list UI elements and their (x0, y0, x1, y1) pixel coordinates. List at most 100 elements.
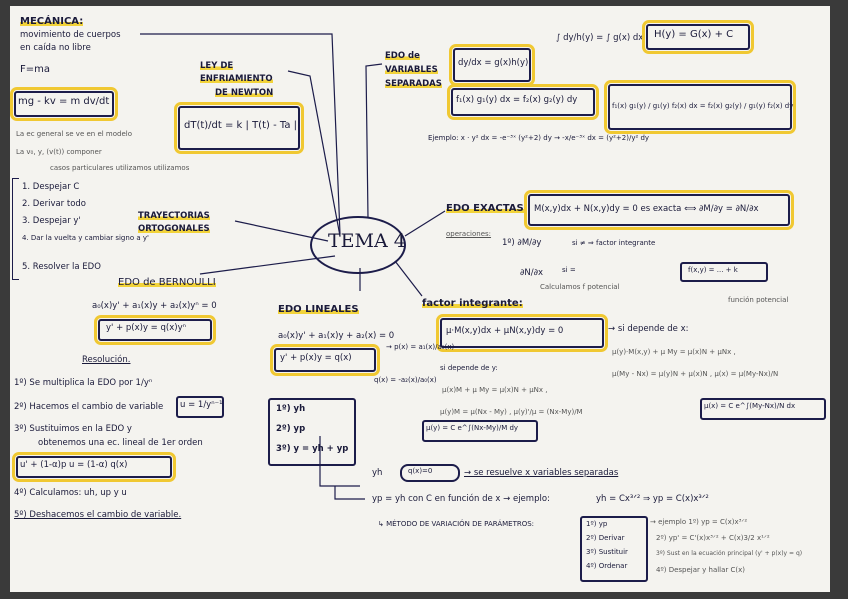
separadas-t3: SEPARADAS (385, 79, 442, 89)
newton-t1: LEY DE (200, 61, 234, 71)
separadas-t1: EDO de (385, 51, 420, 61)
bernoulli-r4: 4º) Calculamos: uh, up y u (14, 488, 127, 498)
factor-f1-box (436, 314, 608, 352)
lineales-m-ej-2: 2º) yp' = C'(x)x³ᐟ² + C(x)3/2 x¹ᐟ² (656, 534, 770, 542)
trayectorias-title1: TRAYECTORIAS (138, 211, 210, 221)
exactas-si: si = (562, 266, 576, 274)
lineales-yh: yh (372, 468, 383, 478)
factor-title: factor integrante: (422, 298, 523, 309)
mecanica-sub1: movimiento de cuerpos (20, 30, 121, 40)
factor-y2: μ(y)M = μ(Nx - My) , μ(y)'/μ = (Nx-My)/M (440, 408, 583, 416)
lineales-m-step-4: 4º) Ordenar (586, 562, 628, 570)
bernoulli-r3c: u' + (1-α)p u = (1-α) q(x) (20, 460, 128, 470)
center-topic (310, 216, 406, 274)
separadas-f3-box (642, 20, 754, 54)
lineales-yp: yp = yh con C en función de x → ejemplo: (372, 494, 550, 504)
lineales-metodo: ↳ MÉTODO DE VARIACIÓN DE PARÁMETROS: (378, 520, 535, 528)
center-title: TEMA 4 (328, 230, 406, 252)
exactas-res: f(x,y) = ... + k (688, 266, 738, 274)
trayectorias-title2: ORTOGONALES (138, 224, 210, 234)
lineales-m-ej-3: 3º) Sust en la ecuación principal (y' + … (656, 550, 803, 557)
bernoulli-eq2: y' + p(x)y = q(x)yⁿ (106, 323, 186, 333)
bernoulli-eq1: a₀(x)y' + a₁(x)y + a₂(x)yⁿ = 0 (92, 301, 217, 311)
lineales-eq1: a₀(x)y' + a₁(x)y + a₂(x) = 0 (278, 331, 395, 341)
bernoulli-r3b: obtenemos una ec. lineal de 1er orden (38, 438, 203, 448)
trayectorias-step-5: 5. Resolver la EDO (22, 262, 101, 272)
separadas-f4-box (447, 84, 599, 120)
bernoulli-r3c-box (12, 452, 176, 482)
trayectorias-step-2: 2. Derivar todo (22, 199, 87, 209)
notes-sheet: TEMA 4 MECÁNICA: movimiento de cuerpos e… (10, 6, 830, 592)
bernoulli-title: EDO de BERNOULLI (118, 277, 216, 288)
factor-x3-box (700, 398, 826, 420)
lineales-m-step-1: 1º) yp (586, 520, 608, 528)
exactas-fi: si ≠ ⇒ factor integrante (572, 239, 656, 247)
factor-x1: μ(y)·M(x,y) + μ My = μ(x)N + μNx , (612, 348, 736, 356)
newton-formula-box (174, 102, 304, 154)
exactas-s1: 1º) ∂M/∂y (502, 238, 542, 248)
bernoulli-eq2-box (94, 315, 216, 345)
mecanica-f1: F=ma (20, 64, 50, 75)
separadas-f5: f₁(x) g₁(y) / g₁(y) f₂(x) dx = f₂(x) g₂(… (612, 102, 794, 110)
mecanica-note1: La ec general se ve en el modelo (16, 130, 133, 138)
bernoulli-res-title: Resolución. (82, 355, 131, 365)
lineales-step-2: 2º) yp (276, 424, 306, 434)
trayectorias-step-3: 3. Despejar y' (22, 216, 81, 226)
bernoulli-r2a: 2º) Hacemos el cambio de variable (14, 402, 164, 412)
mecanica-title: MECÁNICA: (20, 16, 84, 27)
separadas-ej: Ejemplo: x · y² dx = -e⁻³ˣ (y²+2) dy → -… (428, 134, 650, 142)
exactas-f1: M(x,y)dx + N(x,y)dy = 0 es exacta ⟺ ∂M/∂… (534, 204, 759, 214)
mecanica-formula-box (10, 87, 118, 121)
separadas-f1: dy/dx = g(x)h(y) (458, 58, 529, 68)
lineales-yh-res: → se resuelve x variables separadas (464, 468, 619, 478)
exactas-title: EDO EXACTAS (446, 203, 524, 214)
factor-y1: μ(x)M + μ My = μ(x)N + μNx , (442, 386, 548, 394)
factor-y3-box (422, 420, 538, 442)
mecanica-f2: mg - kv = m dv/dt (18, 96, 110, 107)
exactas-fp: función potencial (728, 296, 789, 304)
lineales-steps-box (268, 398, 356, 466)
lineales-eq2-box (270, 344, 380, 376)
trayectorias-bracket (12, 178, 19, 280)
lineales-step-1: 1º) yh (276, 404, 306, 414)
mecanica-note3: casos particulares utilizamos utilizamos (50, 164, 190, 172)
lineales-px: → p(x) = a₁(x)/a₀(x) (386, 343, 455, 351)
exactas-calc: Calculamos f potencial (540, 283, 620, 291)
bernoulli-r3a: 3º) Sustituimos en la EDO y (14, 424, 132, 434)
lineales-yp-ex: yh = Cx³ᐟ² ⇒ yp = C(x)x³ᐟ² (596, 494, 709, 504)
separadas-f2: ∫ dy/h(y) = ∫ g(x) dx (556, 33, 644, 43)
lineales-qx: q(x) = -a₂(x)/a₀(x) (374, 376, 437, 384)
lineales-yh-cond-box (400, 464, 460, 482)
lineales-m-ej-1: → ejemplo 1º) yp = C(x)x³ᐟ² (650, 518, 748, 526)
separadas-f4: f₁(x) g₁(y) dx = f₂(x) g₂(y) dy (456, 95, 578, 105)
separadas-f1-box (449, 44, 535, 86)
lineales-m-step-3: 3º) Sustituir (586, 548, 628, 556)
bernoulli-r1: 1º) Se multiplica la EDO por 1/yⁿ (14, 378, 153, 388)
bernoulli-r5: 5º) Deshacemos el cambio de variable. (14, 510, 182, 520)
mecanica-note2: La v₀, y, (v(t)) componer (16, 148, 102, 156)
mecanica-sub2: en caída no libre (20, 43, 91, 53)
lineales-title: EDO LINEALES (278, 304, 359, 315)
separadas-f5-box (604, 80, 796, 134)
newton-t3: DE NEWTON (215, 88, 274, 98)
separadas-f3: H(y) = G(x) + C (654, 29, 734, 40)
bernoulli-r2b: u = 1/yⁿ⁻¹ (180, 400, 223, 410)
factor-x2: μ(My - Nx) = μ(y)N + μ(x)N , μ(x) = μ(My… (612, 370, 779, 378)
factor-sx: → si depende de x: (608, 324, 689, 334)
exactas-s2: ∂N/∂x (520, 268, 544, 278)
lineales-m-box (580, 516, 648, 582)
factor-y3: μ(y) = C e^∫(Nx-My)/M dy (426, 424, 519, 432)
exactas-op: operaciones: (446, 230, 492, 238)
trayectorias-step-1: 1. Despejar C (22, 182, 80, 192)
factor-f1: μ·M(x,y)dx + μN(x,y)dy = 0 (446, 326, 564, 336)
exactas-res-box (680, 262, 768, 282)
lineales-step-3: 3º) y = yh + yp (276, 444, 349, 454)
newton-t2: ENFRIAMIENTO (200, 74, 273, 84)
separadas-t2: VARIABLES (385, 65, 438, 75)
trayectorias-step-4: 4. Dar la vuelta y cambiar signo a y' (22, 234, 149, 242)
lineales-m-ej-4: 4º) Despejar y hallar C(x) (656, 566, 746, 574)
lineales-eq2: y' + p(x)y = q(x) (280, 353, 352, 363)
lineales-m-step-2: 2º) Derivar (586, 534, 625, 542)
bernoulli-r2b-box (176, 396, 224, 418)
exactas-f1-box (524, 190, 794, 230)
